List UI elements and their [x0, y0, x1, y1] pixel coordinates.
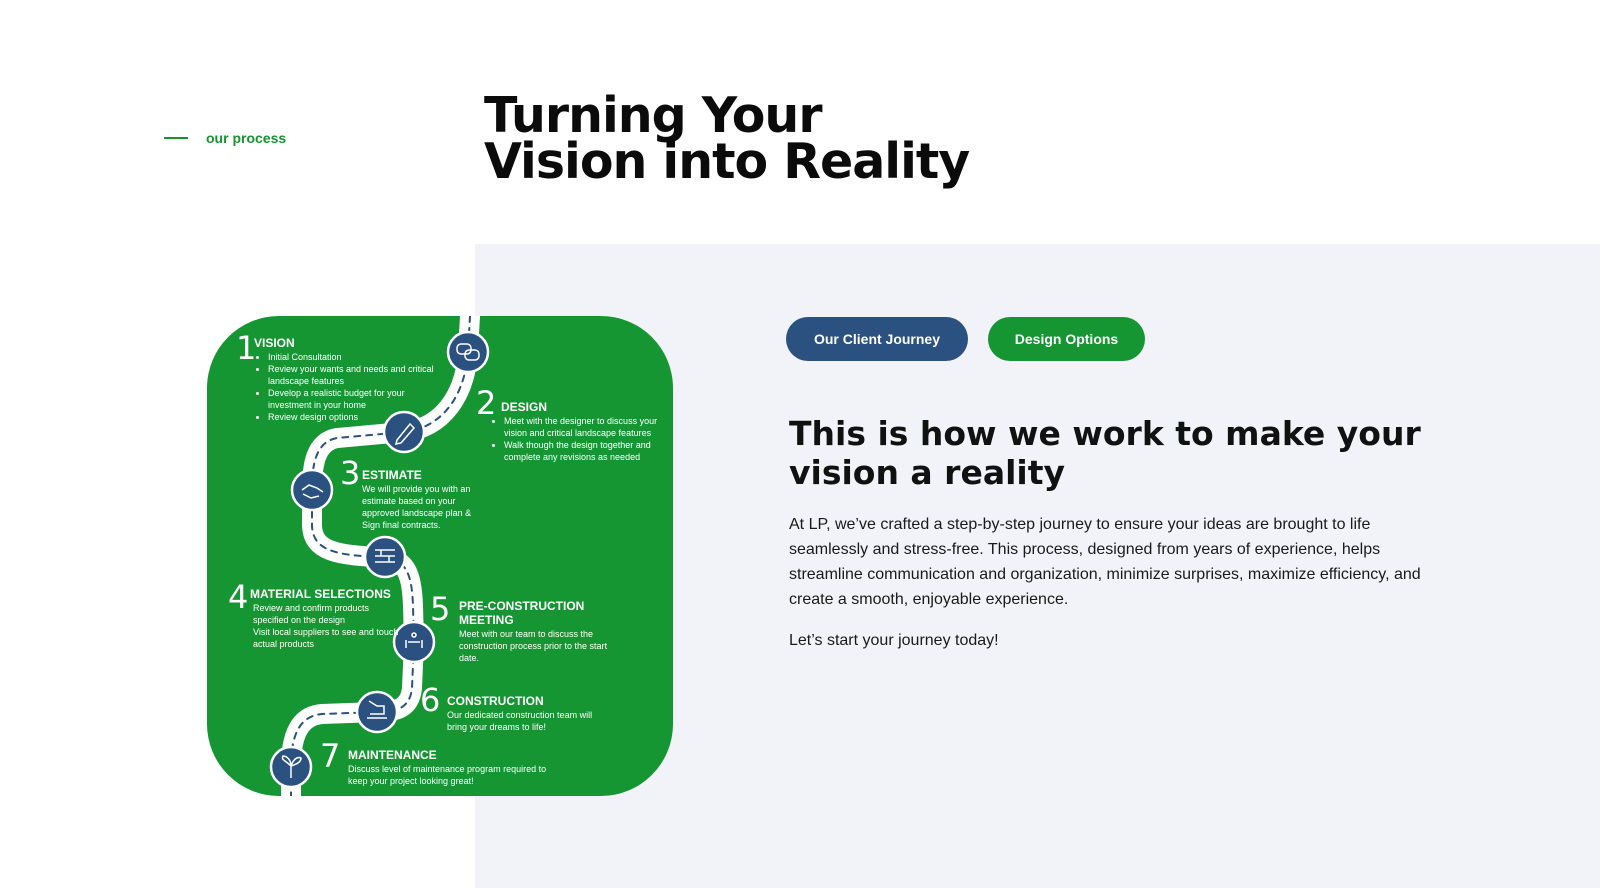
step-number: 2: [476, 384, 497, 422]
step-title: DESIGN: [501, 400, 548, 414]
step-title: MAINTENANCE: [348, 748, 437, 762]
step-1: 1 VISION Initial ConsultationReview your…: [236, 332, 437, 423]
step-number: 6: [420, 681, 441, 719]
step-bullet: Walk though the design together and comp…: [504, 439, 677, 463]
step-title: ESTIMATE: [362, 468, 422, 482]
step-3: 3 ESTIMATE We will provide you with an e…: [340, 457, 476, 531]
page-title: Turning Your Vision into Reality: [484, 87, 970, 190]
section-eyebrow: our process: [164, 130, 286, 146]
chat-bubbles-icon: [446, 330, 490, 374]
step-bullet: Develop a realistic budget for your inve…: [268, 387, 437, 411]
step-number: 1: [236, 329, 257, 367]
process-infographic: 1 VISION Initial ConsultationReview your…: [207, 316, 673, 796]
title-line-2: Vision into Reality: [484, 133, 970, 190]
eyebrow-label: our process: [206, 130, 287, 146]
client-journey-button[interactable]: Our Client Journey: [786, 317, 968, 361]
step-number: 3: [340, 454, 361, 492]
step-2: 2 DESIGN Meet with the designer to discu…: [476, 387, 677, 463]
infographic-background: [207, 316, 673, 796]
step-description: Visit local suppliers to see and touch a…: [253, 627, 399, 649]
step-description: We will provide you with an estimate bas…: [362, 484, 472, 530]
step-bullet: Initial Consultation: [268, 351, 437, 363]
step-4: 4 MATERIAL SELECTIONS Review and confirm…: [228, 581, 399, 650]
step-title: CONSTRUCTION: [447, 694, 544, 708]
intro-paragraph: At LP, we’ve crafted a step-by-step jour…: [789, 516, 1421, 608]
design-options-button[interactable]: Design Options: [988, 317, 1145, 361]
section-heading: This is how we work to make your vision …: [789, 414, 1421, 492]
step-bullet: Review design options: [268, 411, 437, 423]
step-title: MATERIAL SELECTIONS: [250, 587, 391, 601]
step-number: 5: [430, 590, 451, 628]
step-description: Meet with our team to discuss the constr…: [459, 629, 608, 663]
eyebrow-line: [164, 137, 188, 139]
step-5: 5 PRE-CONSTRUCTION MEETING Meet with our…: [430, 593, 631, 664]
step-number: 7: [320, 737, 341, 775]
bricks-icon: [363, 535, 407, 579]
call-to-action-text: Let’s start your journey today!: [789, 632, 999, 649]
step-description: Discuss level of maintenance program req…: [348, 764, 547, 786]
step-7: 7 MAINTENANCE Discuss level of maintenan…: [320, 740, 551, 787]
step-bullet: Review your wants and needs and critical…: [268, 363, 437, 387]
step-title: VISION: [254, 336, 295, 350]
step-description: Our dedicated construction team will bri…: [447, 710, 593, 732]
handshake-icon: [290, 468, 334, 512]
excavator-icon: [355, 690, 399, 734]
step-bullet: Meet with the designer to discuss your v…: [504, 415, 677, 439]
step-description: Review and confirm products specified on…: [253, 603, 370, 625]
title-line-1: Turning Your: [484, 87, 822, 144]
step-6: 6 CONSTRUCTION Our dedicated constructio…: [420, 684, 621, 733]
step-number: 4: [228, 578, 249, 616]
road-path: [269, 316, 490, 796]
step-title: PRE-CONSTRUCTION MEETING: [459, 599, 585, 627]
